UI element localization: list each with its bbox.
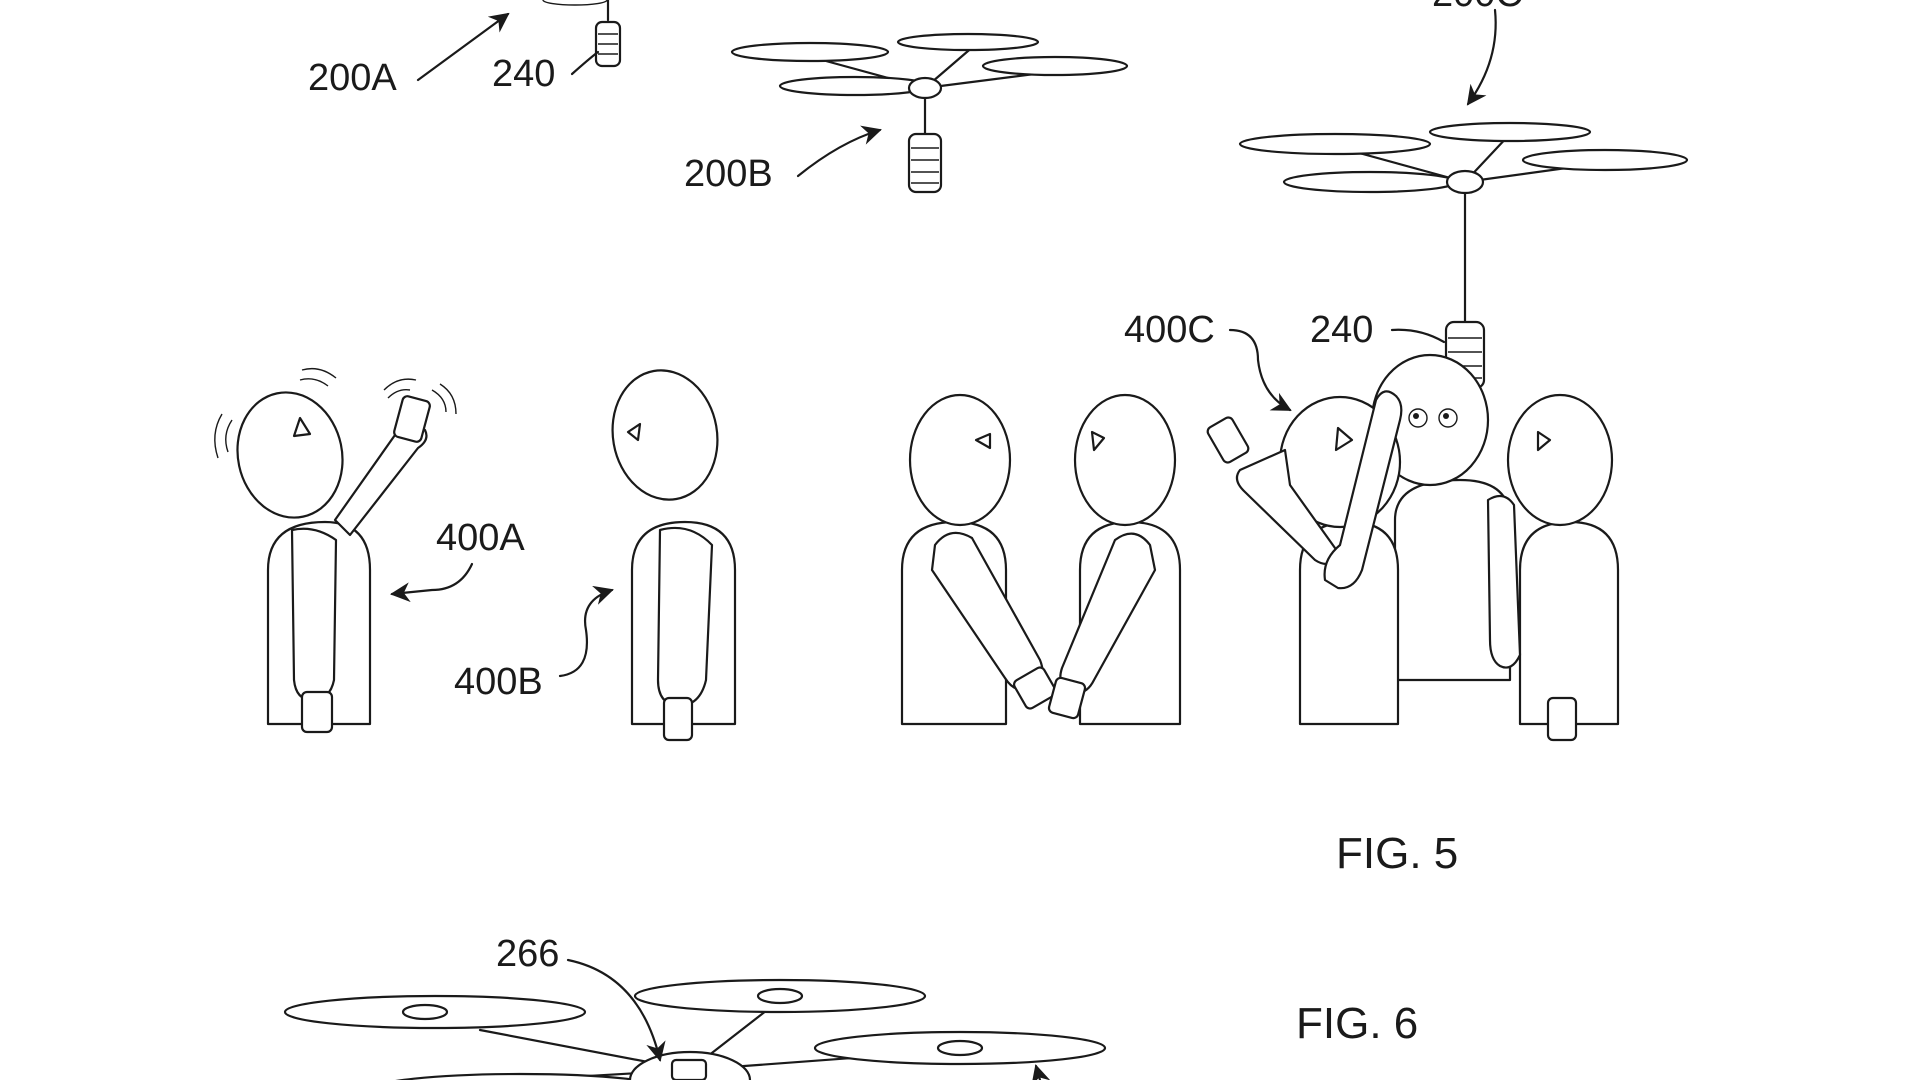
rotor-b2 bbox=[898, 34, 1038, 50]
leader-400b bbox=[560, 590, 612, 676]
fig6-drone bbox=[285, 980, 1105, 1080]
person-400b bbox=[603, 362, 735, 740]
rotor-c2 bbox=[1430, 123, 1590, 141]
fig5-caption: FIG. 5 bbox=[1336, 829, 1458, 878]
phone-b bbox=[664, 698, 692, 740]
leader-fig6-right bbox=[1036, 1066, 1040, 1080]
label-200c: 200C bbox=[1432, 0, 1523, 15]
label-400b: 400B bbox=[454, 661, 543, 703]
label-266: 266 bbox=[496, 933, 559, 975]
label-240-top: 240 bbox=[492, 53, 555, 95]
leader-400a bbox=[392, 564, 472, 594]
head-far-right bbox=[1508, 395, 1612, 525]
rotor-c3 bbox=[1523, 150, 1687, 170]
phone-400c bbox=[1206, 416, 1250, 465]
drone-200b bbox=[732, 34, 1127, 192]
label-400c: 400C bbox=[1124, 309, 1215, 351]
head-couple-right bbox=[1075, 395, 1175, 525]
fig6-sensor-266 bbox=[672, 1060, 706, 1080]
label-400a: 400A bbox=[436, 517, 525, 559]
leader-400c bbox=[1230, 330, 1290, 410]
arm-a bbox=[292, 529, 336, 700]
rotor-c4 bbox=[1284, 172, 1456, 192]
leader-240c bbox=[1392, 330, 1444, 342]
rotor-b1 bbox=[732, 43, 888, 61]
fig6-hub-2 bbox=[758, 989, 802, 1003]
phone-a bbox=[302, 692, 332, 732]
head-b bbox=[603, 362, 728, 508]
fig6-hub-3 bbox=[938, 1041, 982, 1055]
label-200b: 200B bbox=[684, 153, 773, 195]
leader-240a bbox=[572, 52, 598, 74]
payload-container-b bbox=[909, 134, 941, 192]
head-a bbox=[226, 383, 354, 528]
torso-far-right bbox=[1520, 522, 1618, 724]
group-400c bbox=[1206, 355, 1618, 740]
rotor-b3 bbox=[983, 57, 1127, 75]
arm-far-right bbox=[1488, 496, 1520, 668]
rotor-c1 bbox=[1240, 134, 1430, 154]
couple-group bbox=[902, 395, 1180, 724]
fig6-hub-1 bbox=[403, 1005, 447, 1019]
phone-far-right bbox=[1548, 698, 1576, 740]
label-200a: 200A bbox=[308, 57, 397, 99]
payload-container-a bbox=[596, 22, 620, 66]
drone-c-body bbox=[1447, 171, 1483, 193]
fig6-caption: FIG. 6 bbox=[1296, 999, 1418, 1048]
drone-b-body bbox=[909, 78, 941, 98]
drone-200c bbox=[1240, 123, 1687, 388]
label-240-right: 240 bbox=[1310, 309, 1373, 351]
rotor-b4 bbox=[780, 77, 930, 95]
person-400a bbox=[215, 369, 456, 732]
arm-b bbox=[658, 528, 712, 706]
head-couple-left bbox=[910, 395, 1010, 525]
leader-200b bbox=[798, 130, 880, 176]
leader-200c bbox=[1468, 10, 1496, 104]
